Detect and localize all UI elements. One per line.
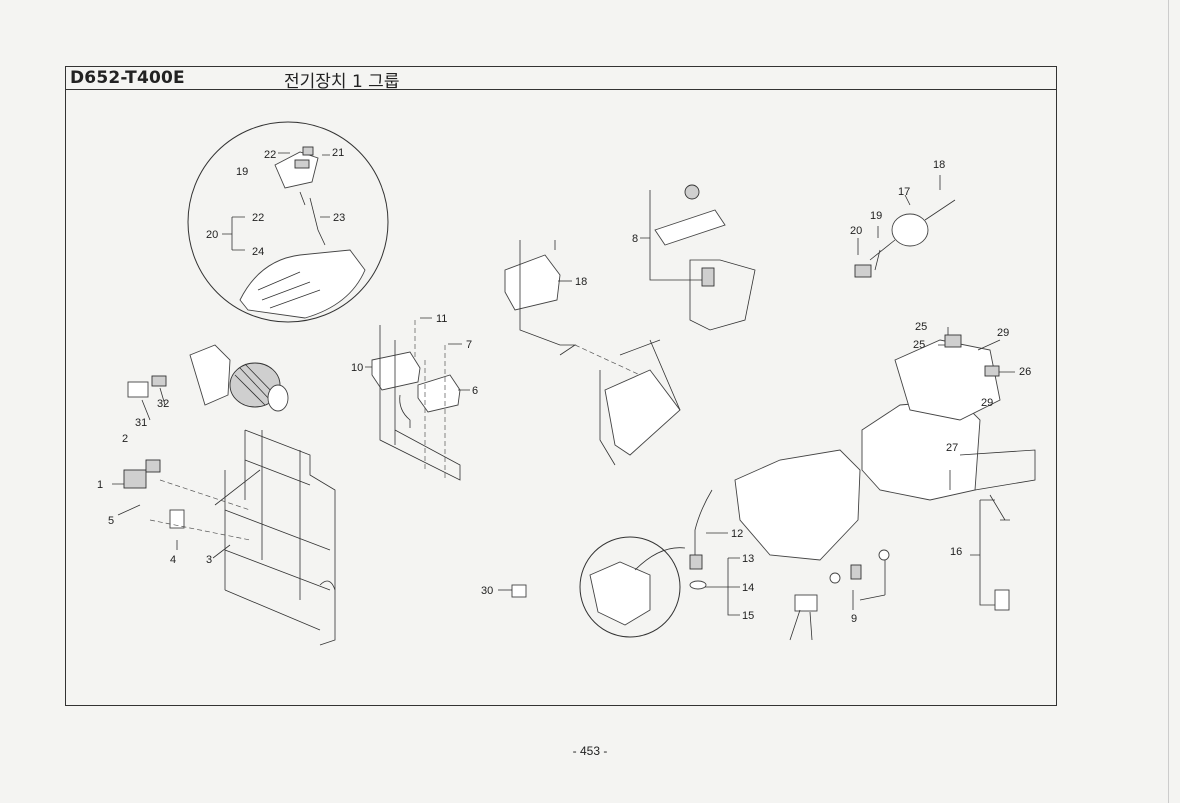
callout-32: 32 xyxy=(157,398,169,410)
callout-1: 1 xyxy=(97,479,103,491)
callout-8: 8 xyxy=(632,233,638,245)
callout-17: 17 xyxy=(898,186,910,198)
callout-15: 15 xyxy=(742,610,754,622)
callout-24: 22 xyxy=(264,149,276,161)
callout-22b: 20 xyxy=(206,229,218,241)
callout-29b: 29 xyxy=(981,397,993,409)
callout-30: 30 xyxy=(481,585,493,597)
detail-circle-labels: 22 21 19 23 20 22 24 xyxy=(206,147,345,258)
callout-25a: 23 xyxy=(333,212,345,224)
page-number: - 453 - xyxy=(572,744,608,758)
left-frame-assembly: 1 2 3 4 5 xyxy=(97,429,336,646)
relay-bracket-assembly: 11 7 10 6 xyxy=(351,313,478,481)
callout-4: 4 xyxy=(170,554,176,566)
callout-11: 11 xyxy=(436,313,447,325)
sensor-9: 9 xyxy=(789,549,890,641)
callout-28b: 27 xyxy=(946,442,958,454)
header-bar: D652-T400E 전기장치 1 그룹 xyxy=(66,67,1056,92)
callout-23a: 21 xyxy=(332,147,344,159)
group-title: 전기장치 1 그룹 xyxy=(284,72,400,92)
detail-circle-sensor: 12 13 14 15 xyxy=(579,489,754,638)
callout-26: 25 xyxy=(913,339,925,351)
page-edge xyxy=(1168,0,1169,803)
cap-30: 30 xyxy=(481,584,527,598)
diagram-frame: D652-T400E 전기장치 1 그룹 xyxy=(65,66,1057,706)
sensor-bracket-8: 8 xyxy=(632,184,756,331)
callout-22a: 19 xyxy=(236,166,248,178)
callout-9: 9 xyxy=(851,613,857,625)
callout-20: 20 xyxy=(850,225,862,237)
callout-28a: 26 xyxy=(1019,366,1031,378)
callout-7: 7 xyxy=(466,339,472,351)
callout-14: 14 xyxy=(742,582,754,594)
transmission-assembly: 25 25 29 26 29 27 16 xyxy=(734,321,1036,611)
callout-21: 18 xyxy=(575,276,587,288)
callout-2: 2 xyxy=(122,433,128,445)
model-code: D652-T400E xyxy=(70,68,185,88)
actuator-17: 18 17 19 20 xyxy=(850,159,956,278)
detail-circle-switch xyxy=(187,121,389,323)
callout-31: 31 xyxy=(135,417,147,429)
callout-10: 10 xyxy=(351,362,363,374)
callout-5: 5 xyxy=(108,515,114,527)
callout-19: 19 xyxy=(870,210,882,222)
callout-25b: 24 xyxy=(252,246,264,258)
callout-12: 12 xyxy=(731,528,743,540)
callout-13: 13 xyxy=(742,553,754,565)
callout-27: 25 xyxy=(915,321,927,333)
controller-bracket: 18 xyxy=(504,240,681,466)
callout-6: 6 xyxy=(472,385,478,397)
callout-23b: 22 xyxy=(252,212,264,224)
starter-motor: 31 32 xyxy=(127,344,289,429)
callout-16: 16 xyxy=(950,546,962,558)
callout-18: 18 xyxy=(933,159,945,171)
callout-29a: 29 xyxy=(997,327,1009,339)
callout-3: 3 xyxy=(206,554,212,566)
